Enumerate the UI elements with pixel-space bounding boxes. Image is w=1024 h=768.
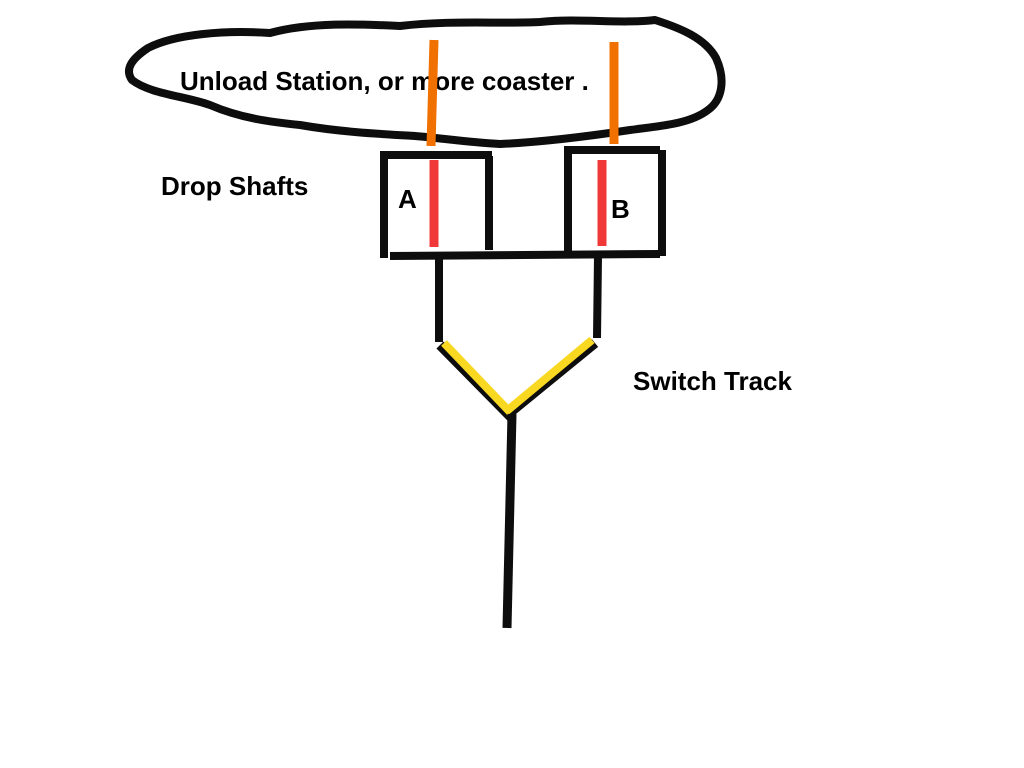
switch-track (441, 336, 595, 416)
orange-track-a (426, 39, 439, 147)
switch-track-label: Switch Track (633, 366, 792, 396)
unload-station-cloud (125, 16, 726, 148)
shaft-a-box (380, 151, 493, 258)
cloud-label: Unload Station, or more coaster . (180, 66, 589, 96)
shaft-a-label: A (398, 184, 417, 214)
drop-shafts-label: Drop Shafts (161, 171, 308, 201)
main-track (502, 413, 517, 629)
shaft-b-box (564, 146, 666, 256)
shaft-b-label: B (611, 194, 630, 224)
shaft-base-beam (389, 250, 661, 260)
right-leg (593, 255, 602, 339)
